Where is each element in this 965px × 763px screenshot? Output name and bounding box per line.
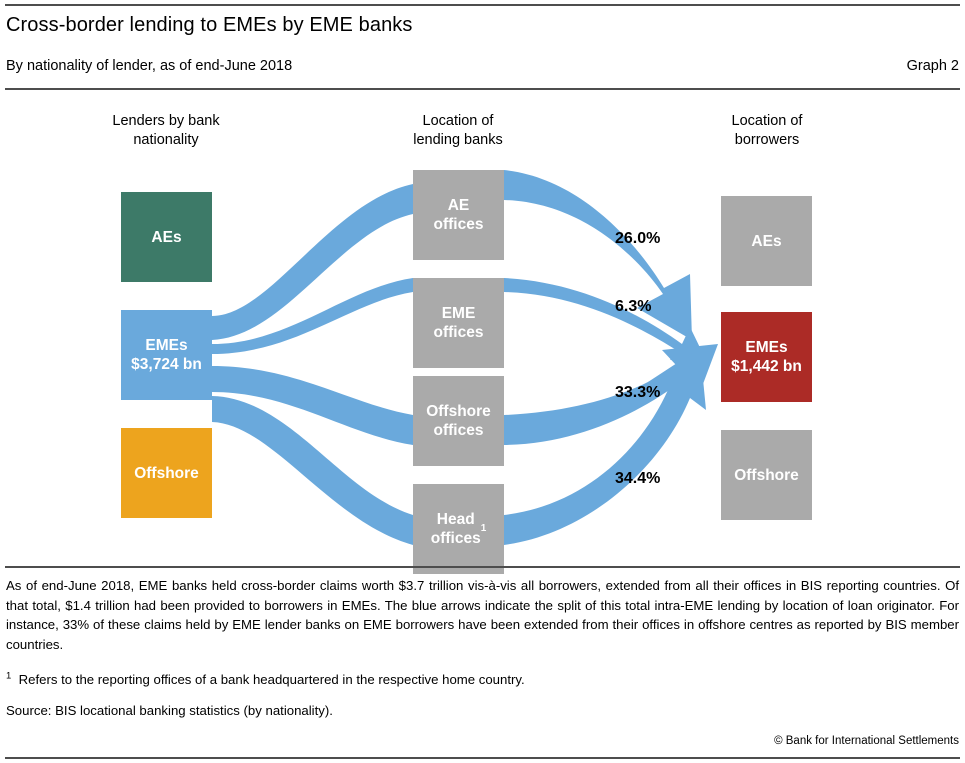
top-rule [5, 4, 960, 6]
node-lender-offshore-label: Offshore [134, 464, 199, 482]
flow-lender-to-offshore-offices [212, 366, 413, 445]
node-office-eme[interactable]: EME offices [413, 278, 504, 368]
node-lender-offshore[interactable]: Offshore [121, 428, 212, 518]
footnote-marker: 1 [6, 670, 12, 682]
page-subtitle: By nationality of lender, as of end-June… [6, 58, 293, 74]
source-line: Source: BIS locational banking statistic… [6, 703, 333, 718]
arrow-offshore-offices-to-emes [504, 344, 718, 445]
node-borrower-offshore[interactable]: Offshore [721, 430, 812, 520]
graph-bottom-rule [5, 566, 960, 568]
node-lender-emes-label: EMEs $3,724 bn [131, 337, 202, 373]
header-rule [5, 88, 960, 90]
node-office-ae[interactable]: AE offices [413, 170, 504, 260]
node-borrower-aes[interactable]: AEs [721, 196, 812, 286]
footnote-text: Refers to the reporting offices of a ban… [18, 672, 525, 687]
node-office-eme-label: EME offices [433, 305, 484, 341]
percent-label-offshore-offices: 33.3% [615, 384, 661, 401]
flow-arrows-svg [212, 170, 718, 545]
node-borrower-aes-label: AEs [751, 232, 782, 250]
column-heading-borrowers: Location of borrowers [731, 113, 803, 148]
percent-label-ae-offices: 26.0% [615, 230, 661, 247]
node-lender-aes[interactable]: AEs [121, 192, 212, 282]
graph-number: Graph 2 [906, 58, 959, 74]
node-office-offshore[interactable]: Offshore offices [413, 376, 504, 466]
column-heading-lenders: Lenders by bank nationality [112, 113, 220, 148]
arrow-ae-offices-to-emes [504, 170, 692, 340]
flow-diagram: Lenders by bank nationality Location of … [0, 92, 965, 574]
flow-lender-to-ae-offices [212, 184, 413, 340]
arrow-head-offices-to-emes [504, 348, 706, 545]
node-lender-emes[interactable]: EMEs $3,724 bn [121, 310, 212, 400]
node-borrower-offshore-label: Offshore [734, 466, 799, 484]
flow-lender-to-eme-offices [212, 278, 413, 354]
percent-label-eme-offices: 6.3% [615, 298, 652, 315]
node-borrower-emes-label: EMEs $1,442 bn [731, 339, 802, 375]
node-office-head-label: Head offices [430, 511, 481, 547]
percent-label-head-offices: 34.4% [615, 470, 661, 487]
footnote: 1 Refers to the reporting offices of a b… [6, 670, 959, 689]
bottom-rule [5, 757, 960, 759]
column-heading-lending-banks: Location of lending banks [413, 113, 503, 148]
node-lender-aes-label: AEs [151, 228, 182, 246]
node-borrower-emes[interactable]: EMEs $1,442 bn [721, 312, 812, 402]
node-office-ae-label: AE offices [433, 197, 484, 233]
flow-lender-to-head-offices [212, 396, 413, 545]
node-office-offshore-label: Offshore offices [426, 403, 491, 439]
page-title: Cross-border lending to EMEs by EME bank… [6, 14, 413, 36]
copyright-line: © Bank for International Settlements [774, 735, 959, 747]
graph-note: As of end-June 2018, EME banks held cros… [6, 578, 959, 652]
